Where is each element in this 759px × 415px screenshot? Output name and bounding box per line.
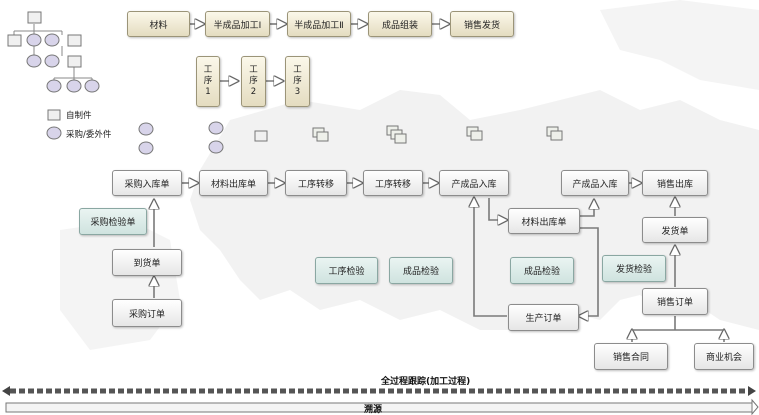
doc-purchase-in: 采购入库单 <box>112 170 182 196</box>
doc-business-opportunity: 商业机会 <box>694 343 754 370</box>
doc-process-transfer-2: 工序转移 <box>363 170 423 196</box>
doc-product-in-2: 产成品入库 <box>561 170 629 196</box>
qc-process-check: 工序检验 <box>315 257 378 284</box>
qc-purchase-check: 采购检验单 <box>79 208 147 235</box>
doc-material-out: 材料出库单 <box>199 170 268 196</box>
doc-sales-out: 销售出库 <box>642 170 708 196</box>
doc-product-in: 产成品入库 <box>439 170 509 196</box>
qc-finished-check: 成品检验 <box>510 257 574 284</box>
doc-production-order: 生产订单 <box>508 304 579 331</box>
doc-sales-contract: 销售合同 <box>594 343 668 370</box>
flow-semi-product-2: 半成品加工Ⅱ <box>287 11 351 37</box>
doc-process-transfer-1: 工序转移 <box>285 170 347 196</box>
doc-delivery: 发货单 <box>642 217 708 243</box>
legend-purchased-label: 采购/委外件 <box>66 130 112 140</box>
flow-material: 材料 <box>127 11 190 37</box>
source-bar-label: 溯源 <box>364 405 383 415</box>
flow-sales-delivery: 销售发货 <box>450 11 514 37</box>
trace-bar-label: 全过程跟踪(加工过程) <box>381 377 471 387</box>
qc-product-check: 成品检验 <box>389 257 453 284</box>
doc-arrival: 到货单 <box>112 249 182 276</box>
legend-self-made-label: 自制件 <box>66 111 92 121</box>
flow-assembly: 成品组装 <box>368 11 432 37</box>
flow-semi-product-1: 半成品加工Ⅰ <box>205 11 270 37</box>
qc-delivery-check: 发货检验 <box>602 255 666 282</box>
doc-purchase-order: 采购订单 <box>112 299 182 327</box>
doc-material-out-2: 材料出库单 <box>508 208 580 234</box>
doc-sales-order: 销售订单 <box>642 288 708 315</box>
